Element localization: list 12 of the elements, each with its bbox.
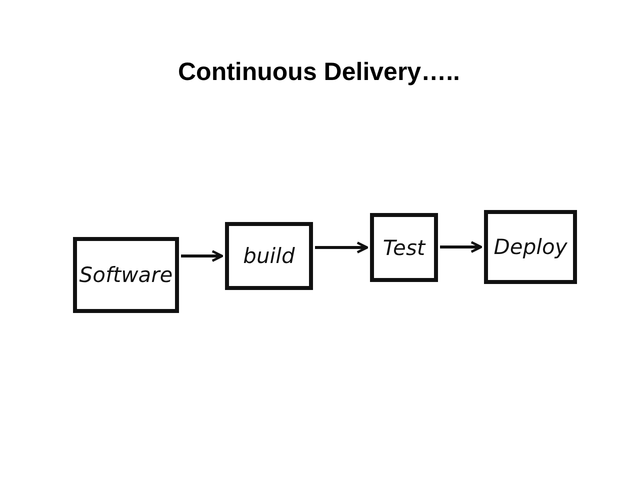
step-label: Deploy: [494, 235, 568, 259]
process-box: [484, 210, 577, 284]
process-box: [370, 213, 438, 282]
process-box: [225, 222, 313, 290]
process-box: [73, 237, 179, 313]
step-label: Software: [79, 263, 173, 287]
arrow: [315, 242, 368, 254]
step-label: build: [243, 244, 295, 268]
arrow: [440, 241, 482, 253]
title: Continuous Delivery…..: [177, 58, 461, 87]
step-label: Test: [382, 236, 426, 260]
arrow: [181, 250, 224, 262]
